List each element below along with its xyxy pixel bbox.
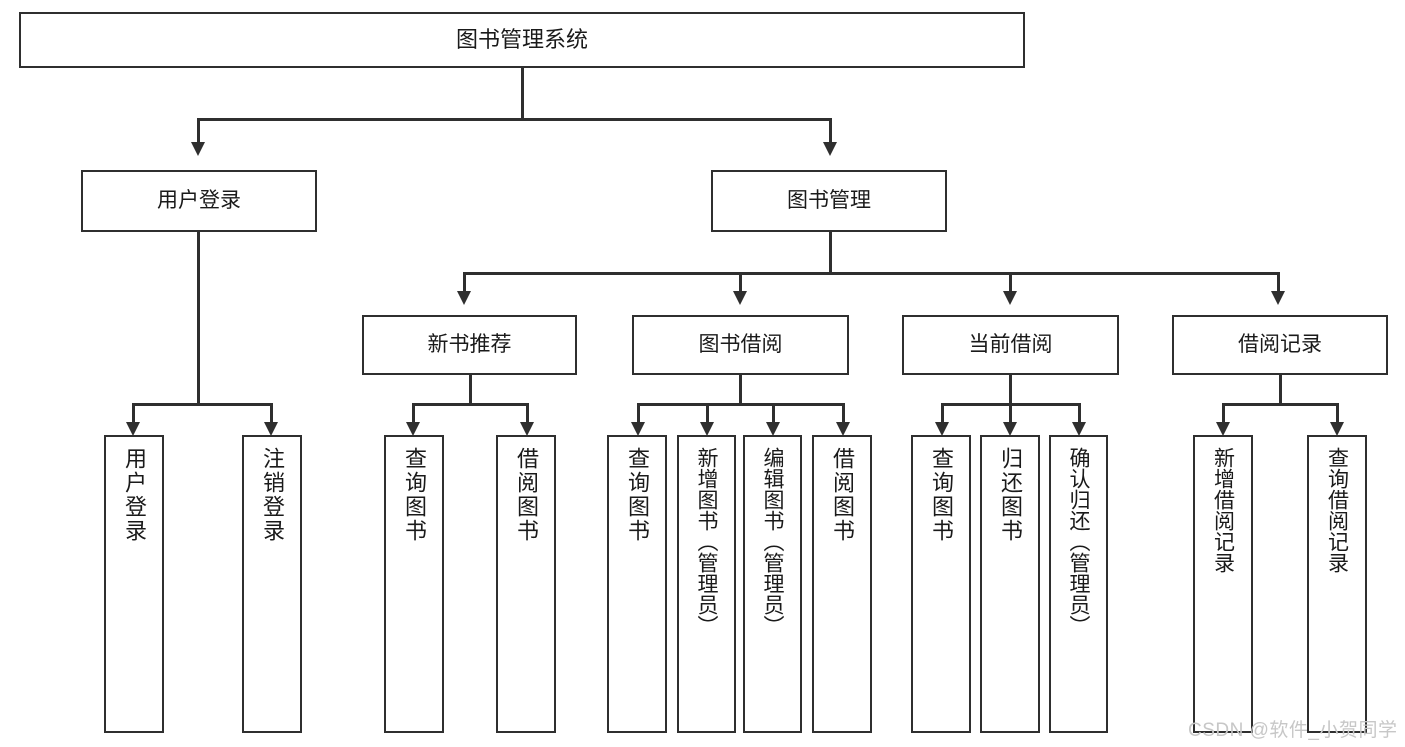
arrowhead-book-borrow [733,291,747,305]
connector-nb-leaf1 [412,403,415,427]
connector-book-management-trunk [829,232,832,274]
node-new-book-recommend[interactable]: 新书推荐 [362,315,577,375]
node-label: 注销登录 [260,447,285,543]
arrowhead-bb-leaf1 [631,422,645,436]
arrowhead-bb-leaf4 [836,422,850,436]
arrowhead-bb-leaf3 [766,422,780,436]
node-label: 借阅图书 [830,447,855,543]
connector-user-login-bus [132,403,270,406]
watermark-text: CSDN @软件_小贺同学 [1188,720,1398,741]
node-book-borrow[interactable]: 图书借阅 [632,315,849,375]
arrowhead-book-management [823,142,837,156]
connector-root-trunk [521,68,524,120]
connector-bm-to-borrow-record [1277,272,1280,296]
arrowhead-user-login [191,142,205,156]
node-label: 新增借阅记录 [1211,447,1235,573]
node-label: 当前借阅 [968,332,1053,356]
node-label: 归还图书 [998,447,1023,543]
connector-book-borrow-trunk [739,375,742,405]
leaf-logout-login[interactable]: 注销登录 [242,435,302,733]
leaf-cb-confirm-return-admin[interactable]: 确认归还（管理员） [1049,435,1108,733]
arrowhead-cb-leaf3 [1072,422,1086,436]
connector-cb-leaf2 [1009,403,1012,427]
node-book-management[interactable]: 图书管理 [711,170,947,232]
connector-borrow-record-trunk [1279,375,1282,405]
node-label: 新书推荐 [427,332,512,356]
connector-cb-leaf1 [941,403,944,427]
connector-bb-leaf4 [842,403,845,427]
node-root-book-management-system[interactable]: 图书管理系统 [19,12,1025,68]
connector-root-to-book-management [829,118,832,146]
node-label: 图书管理 [787,188,871,212]
leaf-bb-query-book[interactable]: 查询图书 [607,435,667,733]
node-borrow-record[interactable]: 借阅记录 [1172,315,1388,375]
leaf-bb-borrow-book[interactable]: 借阅图书 [812,435,872,733]
arrowhead-cb-leaf2 [1003,422,1017,436]
connector-root-bus [197,118,831,121]
arrowhead-cb-leaf1 [935,422,949,436]
node-user-login[interactable]: 用户登录 [81,170,317,232]
node-label: 新增图书（管理员） [695,447,718,636]
leaf-br-query-record[interactable]: 查询借阅记录 [1307,435,1367,733]
connector-bb-leaf2 [706,403,709,427]
connector-current-borrow-trunk [1009,375,1012,405]
arrowhead-nb-leaf2 [520,422,534,436]
node-current-borrow[interactable]: 当前借阅 [902,315,1119,375]
node-label: 查询借阅记录 [1325,447,1349,573]
leaf-bb-add-book-admin[interactable]: 新增图书（管理员） [677,435,736,733]
node-label: 图书管理系统 [455,27,588,53]
node-label: 图书借阅 [698,332,783,356]
connector-user-login-trunk [197,232,200,405]
leaf-bb-edit-book-admin[interactable]: 编辑图书（管理员） [743,435,802,733]
arrowhead-leaf-user-login [126,422,140,436]
arrowhead-br-leaf1 [1216,422,1230,436]
connector-user-login-leaf2 [270,403,273,427]
leaf-br-add-record[interactable]: 新增借阅记录 [1193,435,1253,733]
node-label: 借阅图书 [514,447,539,543]
leaf-cb-query-book[interactable]: 查询图书 [911,435,971,733]
connector-root-to-user-login [197,118,200,146]
connector-cb-leaf3 [1078,403,1081,427]
arrowhead-borrow-record [1271,291,1285,305]
connector-nb-leaf2 [526,403,529,427]
leaf-nb-borrow-book[interactable]: 借阅图书 [496,435,556,733]
node-label: 用户登录 [157,188,241,212]
node-label: 编辑图书（管理员） [761,447,784,636]
arrowhead-leaf-logout-login [264,422,278,436]
connector-new-book-bus [412,403,526,406]
arrowhead-nb-leaf1 [406,422,420,436]
arrowhead-new-book-recommend [457,291,471,305]
connector-br-leaf2 [1336,403,1339,427]
connector-bb-leaf3 [772,403,775,427]
connector-bm-to-new-book [463,272,466,296]
connector-book-management-bus [463,272,1277,275]
arrowhead-br-leaf2 [1330,422,1344,436]
arrowhead-current-borrow [1003,291,1017,305]
node-label: 查询图书 [929,447,954,543]
connector-br-leaf1 [1222,403,1225,427]
connector-bm-to-current-borrow [1009,272,1012,296]
node-label: 借阅记录 [1238,332,1322,356]
leaf-cb-return-book[interactable]: 归还图书 [980,435,1040,733]
connector-bm-to-book-borrow [739,272,742,296]
connector-borrow-record-bus [1222,403,1336,406]
node-label: 查询图书 [625,447,650,543]
connector-book-borrow-bus [637,403,842,406]
leaf-user-login[interactable]: 用户登录 [104,435,164,733]
node-label: 查询图书 [402,447,427,543]
connector-bb-leaf1 [637,403,640,427]
connector-user-login-leaf1 [132,403,135,427]
connector-new-book-trunk [469,375,472,405]
arrowhead-bb-leaf2 [700,422,714,436]
leaf-nb-query-book[interactable]: 查询图书 [384,435,444,733]
node-label: 用户登录 [122,447,147,543]
node-label: 确认归还（管理员） [1067,447,1090,636]
